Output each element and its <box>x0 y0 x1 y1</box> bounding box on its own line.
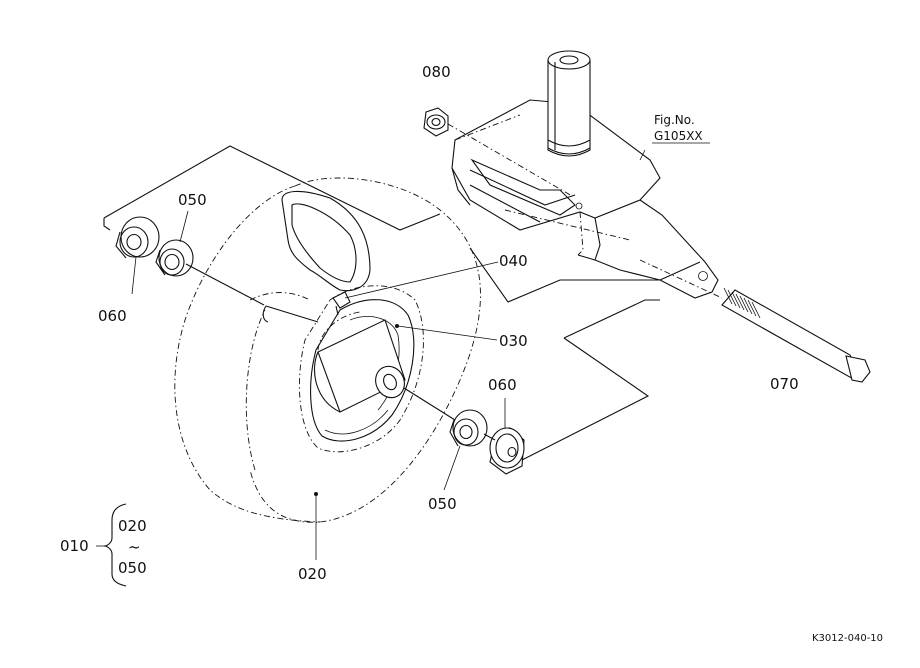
assembly-range-start: 020 <box>118 517 147 535</box>
fig-no-value: G105XX <box>654 129 703 143</box>
label-060-top: 060 <box>98 307 127 325</box>
assembly-axis-lines <box>103 145 701 461</box>
caster-fork <box>451 99 719 299</box>
spacer-060-right <box>489 427 525 475</box>
bearing-050-top <box>155 239 194 277</box>
assembly-legend: 010 020 ~ 050 <box>60 503 147 587</box>
valve-040 <box>332 291 351 316</box>
drawing-code: K3012-040-10 <box>812 633 883 644</box>
fork-stem <box>547 50 591 157</box>
label-070: 070 <box>770 375 799 393</box>
leader-lines <box>131 142 710 560</box>
label-060-right: 060 <box>488 376 517 394</box>
part-labels: 080 050 060 040 030 060 070 050 020 <box>98 63 799 583</box>
label-030: 030 <box>499 332 528 350</box>
figure-reference: Fig.No. G105XX <box>654 113 703 143</box>
assembly-main-number: 010 <box>60 537 89 555</box>
assembly-range-end: 050 <box>118 559 147 577</box>
assembly-range-sep: ~ <box>128 538 141 556</box>
label-050-bottom: 050 <box>428 495 457 513</box>
spacer-060-top <box>115 216 160 259</box>
label-040: 040 <box>499 252 528 270</box>
label-080: 080 <box>422 63 451 81</box>
nut-080 <box>423 107 573 197</box>
fig-no-label: Fig.No. <box>654 113 695 127</box>
label-020: 020 <box>298 565 327 583</box>
rim-030 <box>298 285 424 453</box>
bearing-050-bottom <box>449 409 488 447</box>
bolt-070 <box>639 259 871 383</box>
label-050-top: 050 <box>178 191 207 209</box>
axle-tube <box>262 305 406 413</box>
